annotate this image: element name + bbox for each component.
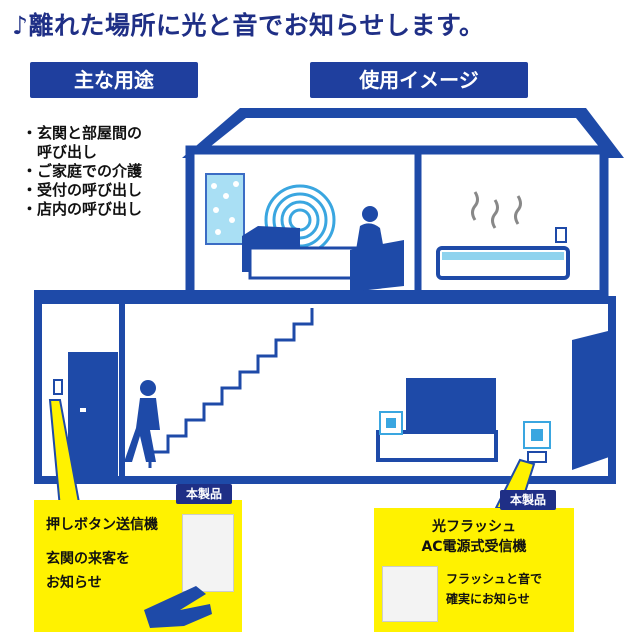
roof bbox=[182, 108, 624, 158]
person-icon bbox=[356, 206, 384, 250]
tv-icon bbox=[376, 378, 498, 462]
push-button-device-icon bbox=[182, 514, 234, 592]
product-desc: 確実にお知らせ bbox=[446, 592, 530, 606]
side-door bbox=[572, 330, 612, 470]
product-name: 押しボタン送信機 bbox=[46, 517, 158, 533]
list-item: ・受付の呼び出し bbox=[22, 181, 143, 199]
receiver-callout: 光フラッシュ AC電源式受信機 フラッシュと音で 確実にお知らせ bbox=[374, 508, 574, 632]
steam-icon bbox=[471, 191, 522, 229]
product-badge: 本製品 bbox=[176, 484, 232, 504]
uses-list: ・玄関と部屋間の 呼び出し ・ご家庭での介護 ・受付の呼び出し ・店内の呼び出し bbox=[22, 124, 142, 219]
product-desc: 玄関の来客を bbox=[46, 551, 130, 567]
staircase bbox=[148, 308, 314, 468]
bathtub-icon bbox=[436, 246, 570, 280]
list-item: ・ご家庭での介護 bbox=[22, 162, 143, 180]
flash-receiver-icon bbox=[379, 411, 551, 463]
hand-icon bbox=[144, 586, 212, 628]
product-desc: フラッシュと音で bbox=[446, 572, 543, 586]
headline: ♪離れた場所に光と音でお知らせします。 bbox=[12, 11, 485, 40]
bed-icon bbox=[242, 226, 404, 292]
product-name: AC電源式受信機 bbox=[421, 539, 527, 555]
doorbell-button-icon bbox=[53, 379, 63, 395]
walking-person-icon bbox=[124, 380, 160, 462]
list-item: ・店内の呼び出し bbox=[22, 200, 143, 218]
list-item: ・玄関と部屋間の bbox=[22, 124, 143, 142]
flash-receiver-device-icon bbox=[382, 566, 438, 622]
wall-receiver-icon bbox=[555, 227, 567, 243]
product-name: 光フラッシュ bbox=[432, 519, 516, 535]
tab-usage-image: 使用イメージ bbox=[310, 62, 528, 98]
product-badge: 本製品 bbox=[500, 490, 556, 510]
list-item: 呼び出し bbox=[22, 143, 98, 161]
product-desc: お知らせ bbox=[46, 575, 102, 591]
tab-main-uses: 主な用途 bbox=[30, 62, 198, 98]
entry-door bbox=[68, 352, 118, 480]
transmitter-callout: 押しボタン送信機 玄関の来客を お知らせ bbox=[34, 500, 242, 632]
